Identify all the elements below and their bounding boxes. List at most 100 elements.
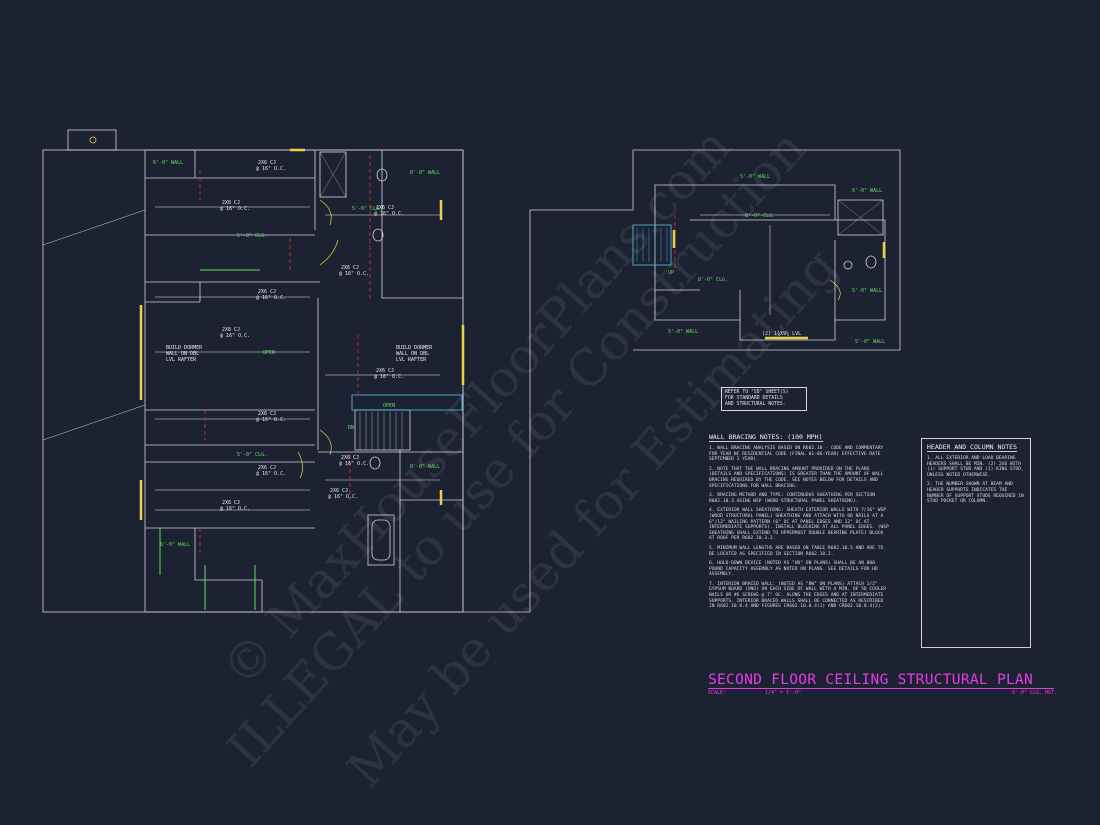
cj-label-8: 2x6 CJ [376,205,395,211]
wall-label-5-0-d: 5'-0" WALL [855,339,886,345]
dormer-note-right-2: WALL ON DBL [396,351,430,357]
toilet-lower-icon [369,456,381,470]
ref-line-2: FOR STANDARD DETAILS [725,396,783,401]
header-column-note-1: 1. ALL EXTERIOR AND LOAD BEARING HEADERS… [927,456,1024,478]
wall-label-8-0-a: 8'-0" WALL [410,170,441,176]
upper-joist-span-lines [700,214,830,315]
wall-bracing-note-6: 6. HOLD-DOWN DEVICE (NOTED AS "HD" ON PL… [709,561,878,578]
shower-upper [319,151,347,198]
open-label-1: OPEN [263,350,276,356]
dormer-note-left-2: WALL ON DBL [166,351,200,357]
dormer-note-left-3: LVL RAFTER [166,357,197,363]
wall-bracing-note-2: 2. NOTE THAT THE WALL BRACING AMOUNT PRO… [709,466,884,489]
toilet-upper-icon [376,168,388,182]
oc-label-12: @ 16" O.C. [328,494,359,500]
header-column-title: HEADER AND COLUMN NOTES [927,443,1018,452]
clg-label-5: 8'-0" CLG. [698,277,729,283]
shower-upper-x [319,151,347,198]
yellow-bearing-walls [139,148,886,520]
wall-bracing-note-5: 5. MINIMUM WALL LENGTHS ARE BASED ON TAB… [709,545,884,557]
wall-label-8-0-b: 8'-0" WALL [410,464,441,470]
left-interior-walls [145,177,320,581]
wall-bracing-note-7: 7. INTERIOR BRACED WALL: (NOTED AS "BW" … [709,581,887,610]
wall-label-5-0-c: 5'-0" WALL [668,329,699,335]
wall-bracing-notes: WALL BRACING NOTES: (100 MPH) 1. WALL BR… [709,433,889,614]
oc-label-9: @ 16" O.C. [339,271,370,277]
wall-label-6-0: 6'-0" WALL [153,160,184,166]
up-label: UP [668,270,675,276]
cj-label-10: 2x6 CJ [376,368,395,374]
wall-bracing-note-4: 4. EXTERIOR WALL SHEATHING: SHEATH EXTER… [709,508,889,542]
cj-label-7: 2x8 CJ [222,500,241,506]
toilet-upper-2-icon [372,228,384,242]
dormer-note-right-1: BUILD DORMER [396,345,433,351]
clg-label-1: 5'-0" CLG. [237,233,268,239]
cj-label-6: 2x6 CJ [258,465,277,471]
scale-label: SCALE: [708,690,727,696]
cj-label-5: 2x6 CJ [258,411,277,417]
scale-value: 1/4" = 1'-0" [765,690,802,696]
upper-shower-x [837,199,884,236]
oc-label-1: @ 16" O.C. [256,166,287,172]
wall-label-5-0-a: 5'-0" WALL [740,174,771,180]
oc-label-2: @ 16" O.C. [220,206,251,212]
upper-toilet-icon [865,255,877,269]
left-wing-walls [144,149,315,613]
upper-stair [632,224,672,266]
wall-label-5-0-b: 5'-0" WALL [852,288,883,294]
stair-treads [359,412,403,450]
cj-label-11: 2x6 CJ [341,455,360,461]
reference-note-box: REFER TO "SD" SHEET(S) FOR STANDARD DETA… [721,387,807,411]
ceiling-height-label: 8'-0" CLG. HGT. [1012,690,1058,696]
stair-opening [354,409,411,451]
stair-rail [351,394,463,411]
dormer-note-right-3: LVL RAFTER [396,357,427,363]
wall-label-6-0-b: 6'-0" WALL [160,542,191,548]
cj-label-3: 2x6 CJ [258,289,277,295]
wall-bracing-note-3: 3. BRACING METHOD AND TYPE: CONTINUOUS S… [709,493,875,504]
sheet-title: SECOND FLOOR CEILING STRUCTURAL PLAN [708,672,1034,688]
roof-lines [42,209,146,441]
oc-label-6: @ 16" O.C. [256,471,287,477]
clg-label-2: 5'-0" CLG. [237,452,268,458]
cj-label-1: 2x6 CJ [258,160,277,166]
upper-plan-interior [655,219,836,320]
cj-label-12: 2x6 CJ [330,488,349,494]
tub-basin [371,519,391,561]
green-wall-segments [159,269,260,610]
dormer-note-left-1: BUILD DORMER [166,345,203,351]
wall-bracing-note-1: 1. WALL BRACING ANALYSIS BASED ON R602.1… [709,446,884,463]
clg-label-3: 5'-0" CLG. [352,206,383,212]
oc-label-11: @ 16" O.C. [339,461,370,467]
oc-label-7: @ 16" O.C. [220,506,251,512]
cj-label-4: 2x8 CJ [222,327,241,333]
wall-bracing-title: WALL BRACING NOTES: (100 MPH) [709,433,823,442]
upper-sink-icon [843,260,853,270]
title-underline [708,688,1054,689]
center-walls [194,149,463,450]
oc-label-10: @ 16" O.C. [374,374,405,380]
dn-label: DN [348,425,355,431]
chimney [67,129,117,151]
ref-line-1: REFER TO "SD" SHEET(S) [725,390,789,395]
tub-lower [367,514,395,566]
cj-label-2: 2x8 CJ [222,200,241,206]
header-column-notes-box: HEADER AND COLUMN NOTES 1. ALL EXTERIOR … [921,438,1031,648]
lower-center-walls [318,450,463,613]
lvl-label-upper: (2) 1¾x9¼ LVL [762,331,802,337]
oc-label-4: @ 16" O.C. [220,333,251,339]
oc-label-8: @ 16" O.C. [374,211,405,217]
cj-label-9: 2x6 CJ [341,265,360,271]
joist-span-lines [155,206,440,511]
door-swings [297,199,841,479]
upper-stair-treads [636,228,668,262]
clg-label-4: 8'-0" CLG. [745,213,776,219]
header-column-note-2: 2. THE NUMBER SHOWN AT BEAM AND HEADER S… [927,482,1024,505]
ref-line-3: AND STRUCTURAL NOTES. [725,402,786,407]
open-label-2: OPEN [383,403,396,409]
chimney-flue-icon [89,136,97,144]
wall-label-6-0-c: 6'-0" WALL [852,188,883,194]
oc-label-5: @ 16" O.C. [256,417,287,423]
